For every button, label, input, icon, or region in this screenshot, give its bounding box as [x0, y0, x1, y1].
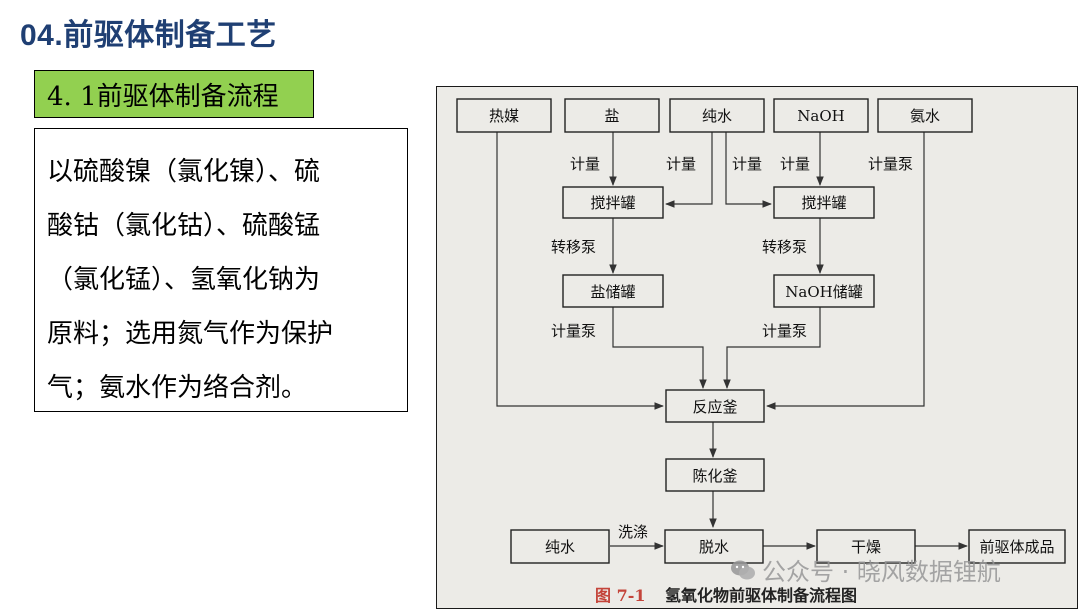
edge-salt-storage-to-reactor: [612, 307, 707, 389]
node-aging-tank-label: 陈化釜: [692, 467, 737, 485]
node-ammonia: 氨水: [877, 98, 973, 133]
page-title: 04.前驱体制备工艺: [20, 19, 277, 52]
figure-caption-text: 氢氧化物前驱体制备流程图: [665, 586, 857, 605]
node-reactor-label: 反应釜: [692, 398, 737, 416]
figure-caption-number: 图 7-1: [595, 586, 645, 605]
edge-label-transfer-pump-1: 转移泵: [551, 238, 596, 256]
node-salt-storage: 盐储罐: [562, 274, 664, 308]
flowchart-edges: [496, 132, 968, 550]
edge-label-transfer-pump-2: 转移泵: [762, 238, 807, 256]
node-pure-water-bottom-label: 纯水: [545, 538, 575, 556]
node-reactor: 反应釜: [665, 389, 765, 423]
edge-label-wash: 洗涤: [618, 523, 648, 541]
edge-label-meter-water-2: 计量: [732, 155, 762, 173]
node-dry-label: 干燥: [851, 538, 881, 556]
node-pure-water-bottom: 纯水: [510, 529, 610, 564]
node-naoh-label: NaOH: [797, 107, 844, 125]
node-ammonia-label: 氨水: [910, 107, 940, 125]
description-box: 以硫酸镍（氯化镍）、硫 酸钴（氯化钴）、硫酸锰 （氯化锰）、氢氧化钠为 原料；选…: [34, 128, 408, 412]
node-product-label: 前驱体成品: [979, 538, 1054, 556]
flowchart-figure: 计量 计量 计量 计量 计量泵 转移泵 转移泵 计量泵 计量泵 洗涤 热媒 盐 …: [436, 86, 1078, 609]
section-heading: 4. 1前驱体制备流程: [34, 70, 314, 118]
node-salt-label: 盐: [604, 107, 619, 125]
node-aging-tank: 陈化釜: [665, 458, 765, 492]
edge-heat-to-reactor: [496, 132, 664, 410]
node-mix-tank-2-label: 搅拌罐: [801, 194, 846, 212]
node-product: 前驱体成品: [968, 529, 1066, 564]
node-salt: 盐: [564, 98, 660, 133]
node-heat-medium: 热媒: [456, 98, 552, 133]
node-mix-tank-2: 搅拌罐: [773, 186, 875, 219]
node-dewater-label: 脱水: [699, 538, 729, 556]
description-line: 原料；选用氮气作为保护: [47, 319, 334, 349]
flowchart-svg: 计量 计量 计量 计量 计量泵 转移泵 转移泵 计量泵 计量泵 洗涤 热媒 盐 …: [456, 98, 1066, 605]
node-salt-storage-label: 盐储罐: [590, 283, 635, 301]
node-naoh: NaOH: [773, 98, 869, 133]
wechat-icon: [730, 559, 756, 581]
description-line: 以硫酸镍（氯化镍）、硫: [47, 157, 321, 187]
flowchart-edge-labels: 计量 计量 计量 计量 计量泵 转移泵 转移泵 计量泵 计量泵 洗涤: [551, 155, 913, 541]
node-mix-tank-1-label: 搅拌罐: [590, 194, 635, 212]
description-line: 酸钴（氯化钴）、硫酸锰: [47, 211, 321, 241]
node-naoh-storage-label: NaOH储罐: [785, 283, 862, 301]
description-line: （氯化锰）、氢氧化钠为: [47, 265, 321, 295]
edge-ammonia-to-reactor: [766, 132, 925, 410]
node-dewater: 脱水: [664, 529, 764, 564]
node-naoh-storage: NaOH储罐: [773, 274, 875, 308]
node-heat-medium-label: 热媒: [489, 107, 519, 125]
section-heading-label: 4. 1前驱体制备流程: [47, 81, 279, 112]
node-mix-tank-1: 搅拌罐: [562, 186, 664, 219]
edge-label-meter-naoh: 计量: [780, 155, 810, 173]
node-pure-water-top: 纯水: [669, 98, 765, 133]
edge-water-to-mix1: [665, 132, 713, 208]
edge-water-to-mix2: [725, 132, 772, 208]
watermark-text: 公众号 · 晓风数据锂航: [762, 558, 1001, 586]
edge-label-meter-pump-salt: 计量泵: [551, 322, 596, 340]
node-pure-water-top-label: 纯水: [702, 107, 732, 125]
edge-naoh-storage-to-reactor: [723, 307, 821, 389]
edge-label-meter-salt: 计量: [570, 155, 600, 173]
edge-label-meter-pump-naoh: 计量泵: [762, 322, 807, 340]
description-text: 以硫酸镍（氯化镍）、硫 酸钴（氯化钴）、硫酸锰 （氯化锰）、氢氧化钠为 原料；选…: [47, 145, 395, 415]
edge-label-meter-pump-ammonia: 计量泵: [868, 155, 913, 173]
description-line: 气；氨水作为络合剂。: [47, 373, 308, 403]
node-dry: 干燥: [816, 529, 916, 564]
watermark: 公众号 · 晓风数据锂航: [730, 552, 1001, 587]
edge-label-meter-water-1: 计量: [666, 155, 696, 173]
